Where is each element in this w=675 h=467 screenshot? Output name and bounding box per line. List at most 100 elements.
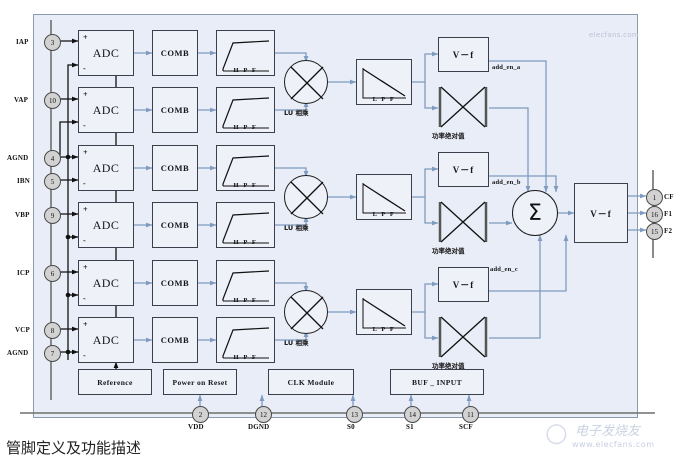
- hpf-block-1[interactable]: H P F: [216, 30, 275, 76]
- adc-block-1[interactable]: ADC + -: [78, 30, 134, 76]
- multiplier-label-c: LU 相乘: [284, 339, 309, 347]
- hpf-block-6[interactable]: H P F: [216, 317, 275, 363]
- power-abs-block-c[interactable]: [438, 316, 489, 358]
- adc-plus-terminal-2: +: [83, 90, 88, 99]
- adc-minus-terminal-1: -: [83, 64, 87, 73]
- lpf-response-curve-b: [362, 183, 406, 214]
- power-abs-label-c: 功率绝对值: [432, 362, 465, 370]
- pin-label-vcp: VCP: [15, 326, 30, 334]
- pin-circle-agnd-4[interactable]: 4: [44, 150, 61, 167]
- multiplier-circle-a[interactable]: [284, 60, 328, 104]
- hpf-label-1: H P F: [233, 67, 258, 74]
- pin-label-cf: CF: [664, 193, 674, 201]
- pin-circle-f2[interactable]: 15: [646, 223, 663, 240]
- hpf-label-2: H P F: [233, 124, 258, 131]
- reference-block[interactable]: Reference: [78, 369, 152, 395]
- adc-block-4[interactable]: ADC + -: [78, 202, 134, 248]
- pin-circle-vbp[interactable]: 9: [44, 207, 61, 224]
- comb-block-5[interactable]: COMB: [152, 260, 198, 306]
- pin-label-dgnd: DGND: [248, 423, 270, 431]
- multiplier-circle-b[interactable]: [284, 175, 328, 219]
- pin-circle-dgnd[interactable]: 12: [255, 406, 272, 423]
- hpf-response-curve-1: [222, 40, 270, 72]
- multiplier-x-glyph-a: [290, 66, 324, 100]
- power-abs-label-a: 功率绝对值: [432, 132, 465, 140]
- hpf-block-5[interactable]: H P F: [216, 260, 275, 306]
- hpf-block-2[interactable]: H P F: [216, 87, 275, 133]
- adc-block-6[interactable]: ADC + -: [78, 317, 134, 363]
- multiplier-x-glyph-b: [290, 181, 324, 215]
- vf-block-b[interactable]: V－f: [438, 152, 489, 187]
- power-abs-block-a[interactable]: [438, 86, 489, 128]
- signal-label-add-en-c: add_en_c: [490, 266, 518, 273]
- hpf-label-4: H P F: [233, 239, 258, 246]
- pin-circle-f1[interactable]: 16: [646, 206, 663, 223]
- hpf-label-5: H P F: [233, 297, 258, 304]
- comb-block-4[interactable]: COMB: [152, 202, 198, 248]
- hpf-label-6: H P F: [233, 354, 258, 361]
- pin-circle-icp[interactable]: 6: [44, 265, 61, 282]
- pin-label-f1: F1: [664, 210, 673, 218]
- pin-circle-s0[interactable]: 13: [346, 406, 363, 423]
- pin-label-vap: VAP: [14, 96, 29, 104]
- pin-label-agnd-7: AGND: [7, 349, 29, 357]
- hpf-response-curve-4: [222, 212, 270, 244]
- pin-circle-s1[interactable]: 14: [404, 406, 421, 423]
- adc-block-2[interactable]: ADC + -: [78, 87, 134, 133]
- lpf-response-curve-c: [362, 298, 406, 329]
- vf-block-c[interactable]: V－f: [438, 267, 489, 302]
- power-abs-x-glyph-c: [438, 316, 488, 358]
- adc-minus-terminal-6: -: [83, 351, 87, 360]
- power-abs-block-b[interactable]: [438, 201, 489, 243]
- adc-block-5[interactable]: ADC + -: [78, 260, 134, 306]
- pin-circle-iap[interactable]: 3: [44, 34, 61, 51]
- vf-block-a[interactable]: V－f: [438, 37, 489, 72]
- power-abs-x-glyph-a: [438, 86, 488, 128]
- hpf-response-curve-6: [222, 327, 270, 359]
- lpf-block-b[interactable]: L P F: [356, 174, 412, 220]
- pin-circle-cf[interactable]: 1: [646, 189, 663, 206]
- pin-circle-agnd-7[interactable]: 7: [44, 345, 61, 362]
- hpf-block-3[interactable]: H P F: [216, 145, 275, 191]
- comb-block-1[interactable]: COMB: [152, 30, 198, 76]
- output-vf-block[interactable]: V－f: [574, 183, 628, 243]
- pin-label-s1: S1: [406, 423, 414, 431]
- lpf-block-a[interactable]: L P F: [356, 59, 412, 105]
- signal-label-add-en-b: add_en_b: [492, 179, 521, 186]
- adc-plus-terminal-3: +: [83, 148, 88, 157]
- adc-plus-terminal-1: +: [83, 33, 88, 42]
- pin-label-f2: F2: [664, 227, 673, 235]
- adc-plus-terminal-5: +: [83, 263, 88, 272]
- lpf-label-a: L P F: [372, 96, 396, 103]
- pin-label-vdd: VDD: [188, 423, 204, 431]
- page-caption: 管脚定义及功能描述: [6, 439, 142, 457]
- buf-input-block[interactable]: BUF _ INPUT: [390, 369, 484, 395]
- comb-block-3[interactable]: COMB: [152, 145, 198, 191]
- clk-module-block[interactable]: CLK Module: [268, 369, 354, 395]
- adc-minus-terminal-5: -: [83, 294, 87, 303]
- pin-circle-vcp[interactable]: 8: [44, 322, 61, 339]
- adc-minus-terminal-2: -: [83, 121, 87, 130]
- hpf-response-curve-3: [222, 155, 270, 187]
- pin-label-ibn: IBN: [17, 177, 31, 185]
- pin-label-agnd-4: AGND: [7, 154, 29, 162]
- pin-circle-ibn[interactable]: 5: [44, 173, 61, 190]
- comb-block-2[interactable]: COMB: [152, 87, 198, 133]
- lpf-block-c[interactable]: L P F: [356, 289, 412, 335]
- pin-label-iap: IAP: [16, 38, 29, 46]
- hpf-label-3: H P F: [233, 182, 258, 189]
- pin-circle-scf[interactable]: 11: [462, 406, 479, 423]
- hpf-block-4[interactable]: H P F: [216, 202, 275, 248]
- power-abs-x-glyph-b: [438, 201, 488, 243]
- pin-circle-vap[interactable]: 10: [44, 92, 61, 109]
- summation-node[interactable]: Σ: [512, 190, 558, 236]
- multiplier-circle-c[interactable]: [284, 290, 328, 334]
- comb-block-6[interactable]: COMB: [152, 317, 198, 363]
- adc-block-3[interactable]: ADC + -: [78, 145, 134, 191]
- power-on-reset-block[interactable]: Power on Reset: [163, 369, 237, 395]
- adc-minus-terminal-3: -: [83, 179, 87, 188]
- hpf-response-curve-2: [222, 97, 270, 129]
- pin-circle-vdd[interactable]: 2: [192, 406, 209, 423]
- adc-minus-terminal-4: -: [83, 236, 87, 245]
